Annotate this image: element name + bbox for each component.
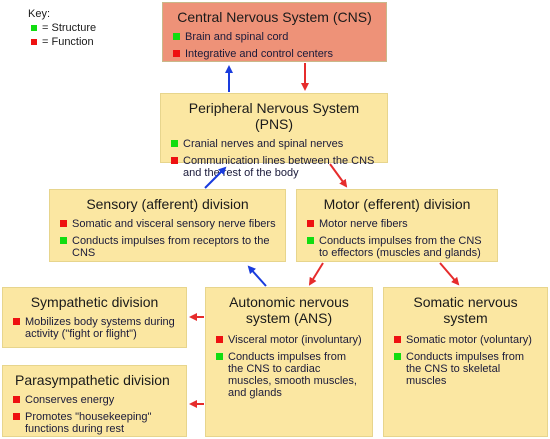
motor-item-text: Motor nerve fibers <box>319 218 408 230</box>
legend-function-label: = Function <box>42 36 94 48</box>
autonomic-item: Visceral motor (involuntary) <box>214 334 364 346</box>
parasympathetic-item-text: Conserves energy <box>25 394 115 406</box>
pns-box: Peripheral Nervous System (PNS) Cranial … <box>160 93 388 179</box>
function-swatch <box>31 39 37 45</box>
sensory-division-box: Sensory (afferent) division Somatic and … <box>49 189 286 262</box>
sensory-title: Sensory (afferent) division <box>86 196 249 212</box>
cns-item-text: Brain and spinal cord <box>185 31 289 43</box>
parasympathetic-title: Parasympathetic division <box>15 372 170 388</box>
sensory-item: Somatic and visceral sensory nerve fiber… <box>58 218 277 230</box>
legend-function: = Function <box>28 35 96 49</box>
function-marker <box>216 336 223 343</box>
cns-title: Central Nervous System (CNS) <box>177 9 372 25</box>
function-marker <box>394 336 401 343</box>
sympathetic-title: Sympathetic division <box>30 294 159 310</box>
structure-marker <box>216 353 223 360</box>
somatic-item: Somatic motor (voluntary) <box>392 334 539 346</box>
cns-item: Integrative and control centers <box>171 48 378 60</box>
autonomic-nervous-system-box: Autonomic nervous system (ANS) Visceral … <box>205 287 373 437</box>
arrow-motor-to-autonomic <box>308 262 324 286</box>
sensory-item-text: Somatic and visceral sensory nerve fiber… <box>72 218 276 230</box>
function-marker <box>60 220 67 227</box>
somatic-item-text: Somatic motor (voluntary) <box>406 334 532 346</box>
autonomic-item-text: Visceral motor (involuntary) <box>228 334 362 346</box>
parasympathetic-division-box: Parasympathetic division Conserves energ… <box>2 365 187 437</box>
sympathetic-item-text: Mobilizes body systems during activity (… <box>25 316 175 340</box>
arrow-pns-to-motor <box>329 163 348 188</box>
somatic-title: Somatic nervous system <box>413 294 518 326</box>
function-marker <box>13 413 20 420</box>
pns-title: Peripheral Nervous System (PNS) <box>188 100 360 132</box>
motor-item: Conducts impulses from the CNS to effect… <box>305 235 489 259</box>
legend-structure-label: = Structure <box>42 22 97 34</box>
parasympathetic-item: Conserves energy <box>11 394 178 406</box>
autonomic-item: Conducts impulses from the CNS to cardia… <box>214 351 364 399</box>
autonomic-item-text: Conducts impulses from the CNS to cardia… <box>228 351 357 399</box>
function-marker <box>13 318 20 325</box>
motor-item: Motor nerve fibers <box>305 218 489 230</box>
arrow-autonomic-to-sensory <box>247 265 267 287</box>
function-marker <box>13 396 20 403</box>
legend-structure: = Structure <box>28 21 96 35</box>
somatic-item-text: Conducts impulses from the CNS to skelet… <box>406 351 524 387</box>
structure-marker <box>60 237 67 244</box>
function-marker <box>307 220 314 227</box>
structure-marker <box>394 353 401 360</box>
pns-item: Cranial nerves and spinal nerves <box>169 138 379 150</box>
sympathetic-item: Mobilizes body systems during activity (… <box>11 316 178 340</box>
pns-item-text: Communication lines between the CNS and … <box>183 155 375 179</box>
arrow-motor-to-somatic <box>439 262 460 286</box>
function-marker <box>173 50 180 57</box>
parasympathetic-item: Promotes "housekeeping" functions during… <box>11 411 178 435</box>
pns-item: Communication lines between the CNS and … <box>169 155 379 179</box>
cns-box: Central Nervous System (CNS) Brain and s… <box>162 2 387 62</box>
legend: Key: = Structure = Function <box>28 7 96 49</box>
parasympathetic-item-text: Promotes "housekeeping" functions during… <box>25 411 152 435</box>
sensory-item-text: Conducts impulses from receptors to the … <box>72 235 270 259</box>
cns-item: Brain and spinal cord <box>171 31 378 43</box>
pns-item-text: Cranial nerves and spinal nerves <box>183 138 344 150</box>
structure-marker <box>307 237 314 244</box>
cns-item-text: Integrative and control centers <box>185 48 333 60</box>
motor-division-box: Motor (efferent) division Motor nerve fi… <box>296 189 498 262</box>
motor-item-text: Conducts impulses from the CNS to effect… <box>319 235 482 259</box>
legend-title: Key: <box>28 8 51 20</box>
autonomic-title: Autonomic nervous system (ANS) <box>229 294 349 326</box>
sensory-item: Conducts impulses from receptors to the … <box>58 235 277 259</box>
structure-swatch <box>31 25 37 31</box>
arrow-sensory-to-pns <box>204 166 227 189</box>
structure-marker <box>173 33 180 40</box>
somatic-item: Conducts impulses from the CNS to skelet… <box>392 351 539 387</box>
somatic-nervous-system-box: Somatic nervous system Somatic motor (vo… <box>383 287 548 437</box>
structure-marker <box>171 140 178 147</box>
motor-title: Motor (efferent) division <box>323 196 471 212</box>
function-marker <box>171 157 178 164</box>
sympathetic-division-box: Sympathetic division Mobilizes body syst… <box>2 287 187 348</box>
